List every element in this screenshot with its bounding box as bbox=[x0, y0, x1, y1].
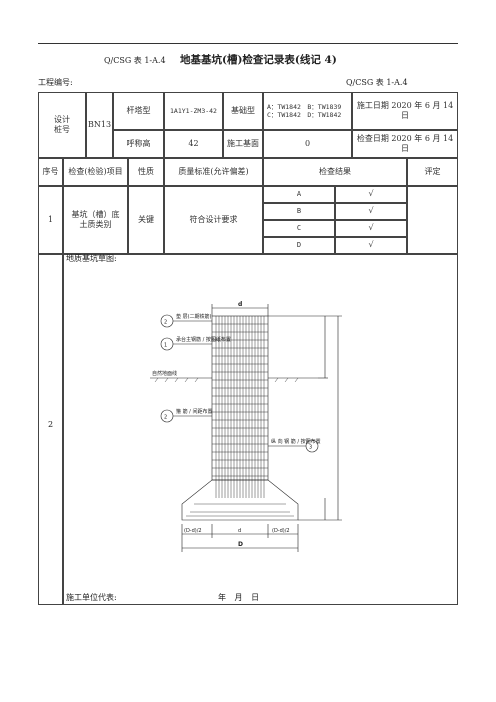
callout-num-2-mid: 2 bbox=[164, 415, 167, 421]
construction-date: 施工日期 2020 年 6 月 14 日 bbox=[352, 92, 458, 130]
footing-rebars bbox=[186, 503, 294, 517]
tower-type-label: 杆塔型 bbox=[113, 92, 164, 130]
leg-b-mark: √ bbox=[335, 203, 407, 220]
leg-a-mark: √ bbox=[335, 186, 407, 203]
bottom-dim-mid: d bbox=[238, 528, 241, 534]
callout-text-1: 承台主钢筋 / 按图纸布置 bbox=[176, 336, 231, 343]
ground-line-label: 自然地面线 bbox=[152, 370, 177, 377]
row1-item: 基坑（槽）底 土质类别 bbox=[63, 186, 128, 254]
header-seq: 序号 bbox=[38, 158, 63, 186]
row1-standard: 符合设计要求 bbox=[164, 186, 263, 254]
nominal-height-label: 呼称高 bbox=[113, 130, 164, 158]
sketch-label: 地质基坑草图: bbox=[66, 254, 117, 263]
inspection-date: 检查日期 2020 年 6 月 14 日 bbox=[352, 130, 458, 158]
nominal-height-value: 42 bbox=[164, 130, 223, 158]
top-rule bbox=[38, 43, 458, 44]
vertical-rebars bbox=[215, 316, 265, 498]
top-dim-label: d bbox=[238, 301, 242, 308]
header-result: 检查结果 bbox=[263, 158, 407, 186]
callout-text-2-top: 垫 层(二期铁筋) bbox=[176, 313, 212, 320]
header-evaluation: 评定 bbox=[407, 158, 458, 186]
leg-b-label: B bbox=[263, 203, 335, 220]
signature-date: 年 月 日 bbox=[218, 593, 260, 602]
bottom-dim-left: (D-d)/2 bbox=[184, 528, 202, 534]
inspection-table: 设计 桩号 BN13 杆塔型 1A1Y1-ZM3-42 基础型 A：TW1842… bbox=[38, 92, 458, 605]
header-item: 检查(检验)项目 bbox=[63, 158, 128, 186]
construction-base-label: 施工基面 bbox=[223, 130, 263, 158]
callout-text-2-mid: 箍 筋 / 间距布置 bbox=[176, 408, 212, 415]
row2-content-cell bbox=[63, 254, 458, 605]
callout-text-3: 纵 向 钢 筋 / 按图布置 bbox=[271, 438, 321, 445]
leg-d-mark: √ bbox=[335, 237, 407, 254]
row1-seq: 1 bbox=[38, 186, 63, 254]
header-nature: 性质 bbox=[128, 158, 164, 186]
row1-evaluation bbox=[407, 186, 458, 254]
row1-nature: 关键 bbox=[128, 186, 164, 254]
bottom-dim-right: (D-d)/2 bbox=[272, 528, 290, 534]
callout-num-2-top: 2 bbox=[164, 320, 167, 326]
foundation-type-value: A：TW1842 B：TW1839 C：TW1842 D：TW1842 bbox=[263, 92, 352, 130]
ground-hatch bbox=[154, 377, 299, 383]
design-pile-value: BN13 bbox=[86, 92, 113, 158]
foundation-drawing: d 2 1 2 3 垫 层(二期铁筋) 承台主钢筋 / 按图纸布置 箍 筋 / … bbox=[150, 301, 342, 552]
header-standard: 质量标准(允许偏差) bbox=[164, 158, 263, 186]
form-code-right: Q/CSG 表 1-A.4 bbox=[346, 78, 408, 87]
leg-c-label: C bbox=[263, 220, 335, 237]
project-number-label: 工程编号: bbox=[38, 78, 73, 87]
row2-seq: 2 bbox=[47, 420, 54, 429]
callout-num-1: 1 bbox=[164, 343, 167, 349]
leg-a-label: A bbox=[263, 186, 335, 203]
design-pile-label: 设计 桩号 bbox=[38, 92, 86, 158]
signature-label: 施工单位代表: bbox=[66, 593, 117, 602]
leg-c-mark: √ bbox=[335, 220, 407, 237]
bottom-dim-label: D bbox=[238, 541, 243, 548]
leg-d-label: D bbox=[263, 237, 335, 254]
page-title: 地基基坑(槽)检查记录表(线记 4) bbox=[180, 54, 337, 66]
construction-base-value: 0 bbox=[263, 130, 352, 158]
foundation-type-label: 基础型 bbox=[223, 92, 263, 130]
form-code: Q/CSG 表 1-A.4 bbox=[104, 56, 166, 65]
tower-type-value: 1A1Y1-ZM3-42 bbox=[164, 92, 223, 130]
row2-seq-cell bbox=[38, 254, 63, 605]
stirrups bbox=[212, 323, 268, 477]
callout-num-3: 3 bbox=[309, 445, 312, 451]
